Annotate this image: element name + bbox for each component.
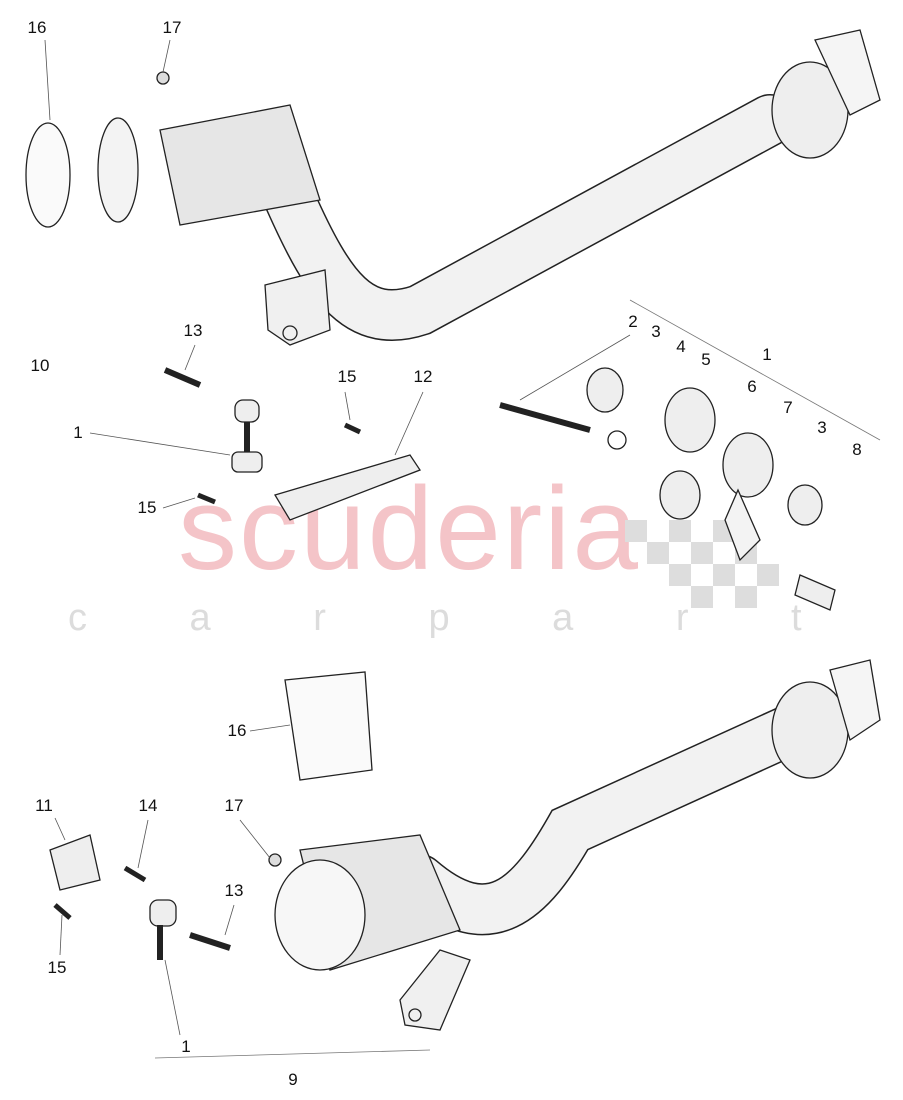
- callout-17: 17: [162, 18, 182, 37]
- callout-6: 6: [747, 377, 757, 396]
- callout-4: 4: [676, 337, 686, 356]
- callout-1: 1: [73, 423, 83, 442]
- callout-16: 16: [27, 18, 47, 37]
- leader-lines: [44, 39, 631, 1036]
- watermark-brand: scuderia: [178, 463, 641, 595]
- callout-11: 11: [35, 796, 53, 815]
- callout-10: 10: [30, 356, 50, 375]
- upper-fasteners: [163, 299, 881, 611]
- callout-16: 16: [227, 721, 247, 740]
- callout-14: 14: [138, 796, 158, 815]
- callout-15: 15: [47, 958, 67, 977]
- callout-3: 3: [651, 322, 661, 341]
- callout-9: 9: [288, 1070, 298, 1089]
- callout-15: 15: [137, 498, 157, 517]
- callout-8: 8: [852, 440, 862, 459]
- callout-17: 17: [224, 796, 244, 815]
- callout-1: 1: [762, 345, 772, 364]
- watermark-tagline: c a r p a r t s: [68, 597, 903, 639]
- callout-3: 3: [817, 418, 827, 437]
- callout-15: 15: [337, 367, 357, 386]
- callout-13: 13: [224, 881, 244, 900]
- callout-2: 2: [628, 312, 638, 331]
- callout-5: 5: [701, 350, 711, 369]
- upper-downpipe: [25, 29, 881, 346]
- callout-7: 7: [783, 398, 793, 417]
- callout-1: 1: [181, 1037, 191, 1056]
- callout-13: 13: [183, 321, 203, 340]
- callout-12: 12: [413, 367, 433, 386]
- lower-downpipe: [49, 659, 881, 1059]
